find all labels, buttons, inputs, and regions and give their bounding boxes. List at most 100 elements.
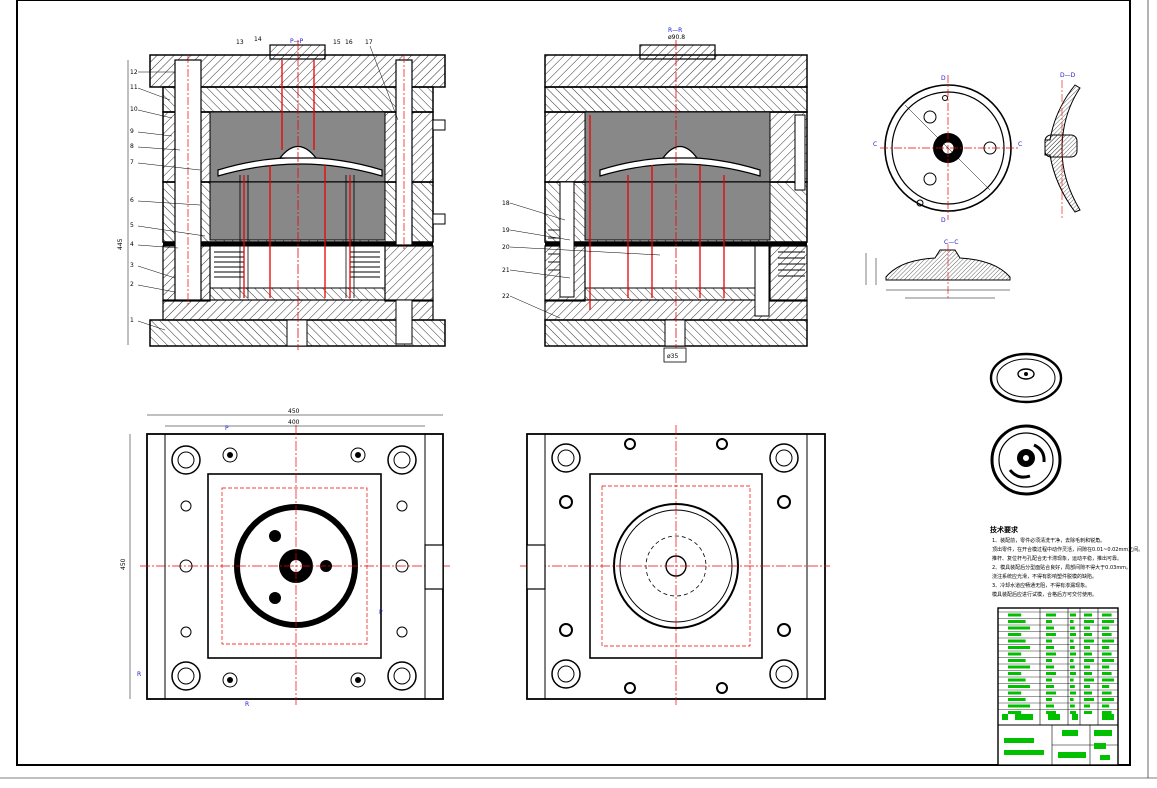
technical-notes: 技术要求 1、装配前，零件必须清洗干净，去除毛刺和锐角。 顶出零件，在开合模过程…	[990, 525, 1143, 598]
titleblock-cell-fill	[1046, 613, 1056, 617]
svg-text:20: 20	[502, 244, 510, 251]
titleblock-cell-fill	[1070, 685, 1075, 688]
titleblock-cell-fill	[1084, 613, 1092, 617]
titleblock-cell-fill	[1102, 639, 1114, 643]
titleblock-cell-fill	[1070, 711, 1076, 714]
svg-text:4: 4	[130, 241, 134, 248]
titleblock-cell-fill	[1070, 613, 1076, 617]
titleblock-cell-fill	[1008, 691, 1022, 695]
svg-text:9: 9	[130, 128, 134, 135]
svg-text:15: 15	[333, 39, 341, 46]
titleblock-cell-fill	[1084, 665, 1090, 669]
titleblock-cell-fill	[1084, 652, 1092, 656]
svg-text:ø35: ø35	[667, 353, 678, 360]
titleblock-cell-fill	[1008, 672, 1022, 675]
svg-text:445: 445	[117, 238, 124, 250]
titleblock-cell-fill	[1046, 633, 1056, 636]
titleblock-cell-fill	[1070, 678, 1074, 682]
titleblock-cell-fill	[1102, 678, 1114, 682]
titleblock-cell-fill	[1102, 633, 1112, 636]
svg-text:ø90.8: ø90.8	[668, 34, 685, 41]
titleblock-cell-fill	[1102, 685, 1110, 688]
plan-view-fixed: 450 400 450 P R P R	[120, 408, 450, 708]
titleblock-cell-fill	[1084, 678, 1094, 682]
titleblock-cell-fill	[1102, 620, 1114, 623]
titleblock-cell-fill	[1046, 652, 1056, 656]
titleblock-cell-fill	[1084, 646, 1090, 649]
titleblock-cell-fill	[1046, 665, 1054, 669]
titleblock-cell-fill	[1046, 659, 1052, 662]
svg-text:1、装配前，零件必须清洗干净，去除毛刺和锐角。: 1、装配前，零件必须清洗干净，去除毛刺和锐角。	[992, 537, 1105, 544]
titleblock-cell-fill	[1046, 620, 1052, 623]
svg-text:R: R	[137, 671, 141, 678]
titleblock-cell-fill	[1084, 659, 1094, 662]
titleblock-cell-fill	[1008, 620, 1026, 623]
titleblock-cell-fill	[1070, 633, 1076, 636]
titleblock-cell-fill	[1084, 620, 1094, 623]
titleblock-cell-fill	[1102, 691, 1112, 695]
part-render-top	[989, 352, 1063, 404]
titleblock-cell-fill	[1046, 704, 1054, 708]
titleblock-cell-fill	[1008, 704, 1030, 708]
section-view-main: P—P	[117, 36, 446, 350]
svg-text:6: 6	[130, 197, 134, 204]
titleblock-cell-fill	[1084, 698, 1094, 701]
titleblock-cell-fill	[1008, 678, 1026, 682]
svg-text:技术要求: 技术要求	[990, 525, 1019, 534]
titleblock-cell-fill	[1070, 620, 1074, 623]
titleblock-cell-fill	[1102, 613, 1112, 617]
titleblock-cell-fill	[1102, 704, 1110, 708]
part-section-dd: D—D	[1044, 72, 1081, 220]
titleblock-cell-fill	[1046, 646, 1054, 649]
svg-text:14: 14	[254, 36, 262, 43]
part-section-cc: C—C	[865, 239, 1011, 300]
part-render-bottom	[990, 424, 1062, 496]
titleblock-cell-fill	[1070, 646, 1075, 649]
titleblock-cell-fill	[1102, 652, 1112, 656]
titleblock-cell-fill	[1102, 646, 1110, 649]
sheet-border	[16, 0, 1131, 766]
titleblock-cell-fill	[1084, 685, 1090, 688]
svg-text:11: 11	[130, 84, 138, 91]
svg-text:D: D	[941, 75, 946, 82]
titleblock-cell-fill	[1008, 698, 1026, 701]
titleblock-cell-fill	[1102, 665, 1110, 669]
titleblock-cell-fill	[1084, 672, 1092, 675]
svg-text:R: R	[245, 701, 249, 708]
titleblock-cell-fill	[1070, 659, 1074, 662]
svg-text:21: 21	[502, 267, 510, 274]
svg-text:5: 5	[130, 222, 134, 229]
titleblock-cell-fill	[1070, 672, 1076, 675]
svg-text:3: 3	[130, 262, 134, 269]
titleblock-cell-fill	[1008, 646, 1030, 649]
svg-text:450: 450	[120, 558, 127, 570]
titleblock-cell-fill	[1102, 626, 1110, 630]
titleblock-cell-fill	[1102, 659, 1114, 662]
svg-text:P: P	[379, 609, 383, 616]
svg-text:450: 450	[288, 408, 300, 415]
titleblock-cell-fill	[1046, 711, 1056, 714]
svg-text:D: D	[941, 217, 946, 224]
titleblock-cell-fill	[1070, 652, 1076, 656]
svg-text:浇注系统应光滑，不得有影响塑件脱模的缺陷。: 浇注系统应光滑，不得有影响塑件脱模的缺陷。	[992, 573, 1097, 580]
titleblock-cell-fill	[1046, 626, 1054, 630]
titleblock-cell-fill	[1084, 639, 1094, 643]
titleblock-cell-fill	[1008, 626, 1030, 630]
titleblock-cell-fill	[1046, 698, 1052, 701]
svg-text:1: 1	[130, 317, 134, 324]
titleblock-cell-fill	[1070, 691, 1076, 695]
titleblock-cell-fill	[1070, 626, 1075, 630]
titleblock-cell-fill	[1084, 626, 1090, 630]
svg-text:3、冷却水道应畅通无阻，不得有渗漏现象。: 3、冷却水道应畅通无阻，不得有渗漏现象。	[992, 582, 1090, 589]
svg-text:C: C	[873, 141, 877, 148]
titleblock-cell-fill	[1084, 691, 1092, 695]
titleblock-cell-fill	[1046, 672, 1056, 675]
section-view-right: R—R ø90.8 1	[502, 27, 808, 363]
titleblock-cell-fill	[1070, 704, 1075, 708]
titleblock-cell-fill	[1008, 633, 1022, 636]
titleblock-cell-fill	[1102, 672, 1112, 675]
titleblock-rows	[998, 611, 1118, 714]
section-title: P—P	[290, 38, 304, 45]
svg-text:推杆、复位杆与孔配合无卡滞现象，运动平稳，推出可靠。: 推杆、复位杆与孔配合无卡滞现象，运动平稳，推出可靠。	[992, 555, 1122, 562]
